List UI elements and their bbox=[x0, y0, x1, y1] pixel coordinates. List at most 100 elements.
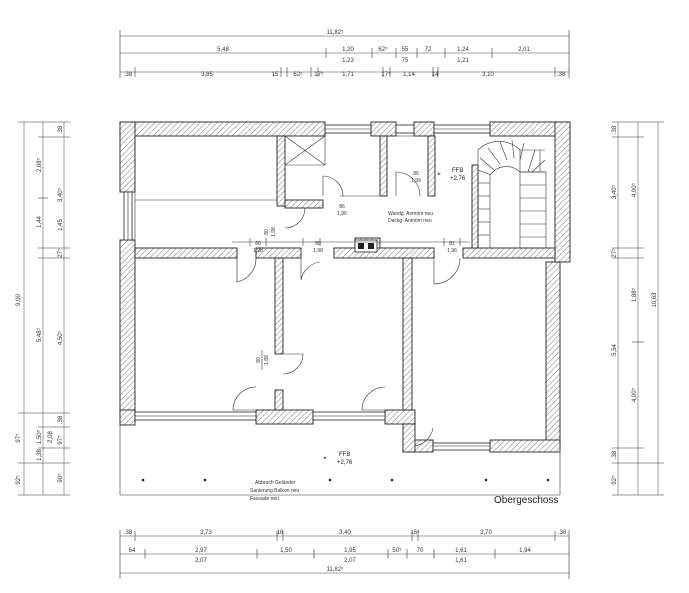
left-dim: 1,50⁵ bbox=[36, 429, 43, 444]
ffb-label: FFB bbox=[339, 452, 350, 458]
top-dim: 17⁵ bbox=[314, 71, 324, 78]
ffb-marker-icon: ⌖ bbox=[323, 456, 327, 462]
top-dim: 1,71 bbox=[342, 72, 354, 78]
bottom-dim: 18 bbox=[277, 530, 284, 536]
top-dim: 15 bbox=[272, 72, 279, 78]
top-dim: 2,01 bbox=[518, 47, 530, 53]
right-dimensions: 10,63 .38 3,40⁵ 27⁵ 5,54 .38 92⁵ 4,00⁵ 1… bbox=[611, 121, 664, 496]
ffb-value: +2,76 bbox=[450, 176, 466, 182]
door-height-label: 1,98 bbox=[271, 227, 277, 237]
bottom-dim: 2,97 bbox=[195, 548, 207, 554]
top-dim: 62⁵ bbox=[378, 46, 388, 53]
bottom-dim: 3,70 bbox=[480, 530, 492, 536]
ffb-marker-upper: ⌖ FFB +2,76 bbox=[437, 168, 466, 182]
bottom-dim: 2,07 bbox=[195, 558, 207, 564]
balcony-note: Abbruch Geländer bbox=[255, 480, 296, 486]
right-dim: 4,00⁵ bbox=[631, 182, 638, 197]
interior-lines bbox=[119, 135, 561, 496]
doors bbox=[232, 171, 461, 447]
door-height-label: 1,99 bbox=[411, 178, 421, 184]
bottom-dim: 3,73 bbox=[200, 530, 212, 536]
right-dim: .38 bbox=[612, 450, 618, 459]
left-dim: 90⁵ bbox=[57, 473, 64, 483]
top-dim: 3,85 bbox=[201, 72, 213, 78]
bottom-dim: .38 bbox=[558, 530, 567, 536]
top-dim: 1,14 bbox=[403, 72, 415, 78]
left-dim: 3,40⁵ bbox=[57, 187, 64, 202]
door-width-label: 81 bbox=[449, 241, 455, 247]
door-height-label: 1,88 bbox=[264, 355, 270, 365]
windows bbox=[123, 124, 491, 451]
door-width-label: 80 bbox=[315, 241, 321, 247]
right-dim: .38 bbox=[612, 125, 618, 134]
left-dim: 1,44 bbox=[37, 216, 43, 228]
door-height-label: 1,98 bbox=[313, 248, 323, 254]
door-labels: 86 1,96 86 1,99 80 1,98 80 1,98 81 1,96 … bbox=[253, 171, 457, 365]
door-width-label: 80 bbox=[255, 241, 261, 247]
bottom-dimensions: .38 3,73 18 3,40 15⁵ 3,70 .38 64 2,97 1,… bbox=[119, 529, 570, 579]
balcony-note: Fassade neu bbox=[250, 496, 279, 502]
left-dim: 2,08 bbox=[48, 431, 54, 443]
door-width-label: 86 bbox=[339, 204, 345, 210]
left-dim: 5,48⁵ bbox=[36, 327, 43, 342]
left-dim: 4,50⁵ bbox=[57, 330, 64, 345]
ffb-label: FFB bbox=[452, 168, 463, 174]
bottom-dim: .38 bbox=[124, 530, 133, 536]
right-dim: 5,54 bbox=[612, 344, 618, 356]
left-dim: 2,08⁵ bbox=[36, 157, 43, 172]
chimney bbox=[354, 239, 378, 253]
right-dim: 4,00⁵ bbox=[631, 387, 638, 402]
door-width-label: 86 bbox=[413, 171, 419, 177]
left-dim: 27⁵ bbox=[57, 248, 64, 258]
walls bbox=[119, 121, 571, 453]
door-height-label: 1,96 bbox=[447, 248, 457, 254]
ffb-marker-icon: ⌖ bbox=[437, 172, 441, 178]
left-dimensions: 9,00 .38 2,08⁵ 1,44 27⁵ 5,48⁵ .38 97⁵ 1,… bbox=[15, 121, 70, 496]
door-width-label: 80 bbox=[264, 229, 270, 235]
wall-note: Wandg. Anmöm neu bbox=[388, 211, 433, 217]
top-dim: .38 bbox=[557, 72, 566, 78]
door-height-label: 1,98 bbox=[253, 248, 263, 254]
left-dim: 92⁵ bbox=[15, 475, 22, 485]
ffb-value: +2,76 bbox=[337, 460, 353, 466]
door-width-label: 80 bbox=[256, 357, 262, 363]
floor-title: Obergeschoss bbox=[494, 495, 558, 506]
top-dim: 1,20 bbox=[342, 47, 354, 53]
bottom-dim: 1,61 bbox=[455, 548, 467, 554]
bottom-dim: 15⁵ bbox=[410, 529, 420, 536]
bottom-dim: 1,61 bbox=[455, 558, 467, 564]
bottom-dim: 3,40 bbox=[339, 530, 351, 536]
balcony-posts bbox=[141, 478, 550, 482]
top-dim: 5,48 bbox=[217, 47, 229, 53]
right-dim: 3,40⁵ bbox=[611, 184, 618, 199]
right-dim: 27⁵ bbox=[611, 248, 618, 258]
top-dim: 1,24 bbox=[457, 47, 469, 53]
top-overall-dim: 11,82⁵ bbox=[326, 29, 344, 36]
ffb-marker-lower: ⌖ FFB +2,76 bbox=[323, 452, 353, 466]
top-dim: 3,10 bbox=[482, 72, 494, 78]
top-dimensions: 11,82⁵ 5,48 1,20 62⁵ 55 72 1,24 2,01 1,2… bbox=[119, 29, 570, 78]
ceiling-note: Deckg. Anmöm neu bbox=[388, 218, 432, 224]
top-dim: 14 bbox=[432, 72, 439, 78]
top-dim: 62⁵ bbox=[293, 71, 303, 78]
door-height-label: 1,96 bbox=[337, 211, 347, 217]
bottom-dim: 50⁵ bbox=[392, 547, 402, 554]
right-dim: 1,88⁵ bbox=[631, 287, 638, 302]
top-dim: 75 bbox=[402, 58, 409, 64]
bottom-dim: 2,07 bbox=[344, 558, 356, 564]
bottom-dim: 64 bbox=[129, 548, 136, 554]
right-dim: 92⁵ bbox=[611, 475, 618, 485]
left-dim: 1,45 bbox=[58, 219, 64, 231]
top-dim: 17⁵ bbox=[381, 71, 391, 78]
bottom-dim: 1,50 bbox=[280, 548, 292, 554]
top-dim: 55 bbox=[402, 47, 409, 53]
staircase bbox=[477, 139, 547, 249]
left-overall-dim: 9,00 bbox=[16, 294, 22, 306]
bottom-overall-dim: 11,82⁵ bbox=[326, 566, 344, 573]
bottom-dim: 70 bbox=[417, 548, 424, 554]
top-dim: 1,21 bbox=[457, 58, 469, 64]
top-dim: 1,23 bbox=[342, 58, 354, 64]
left-dim: .38 bbox=[58, 125, 64, 134]
corridor-dim-lines bbox=[232, 238, 470, 370]
